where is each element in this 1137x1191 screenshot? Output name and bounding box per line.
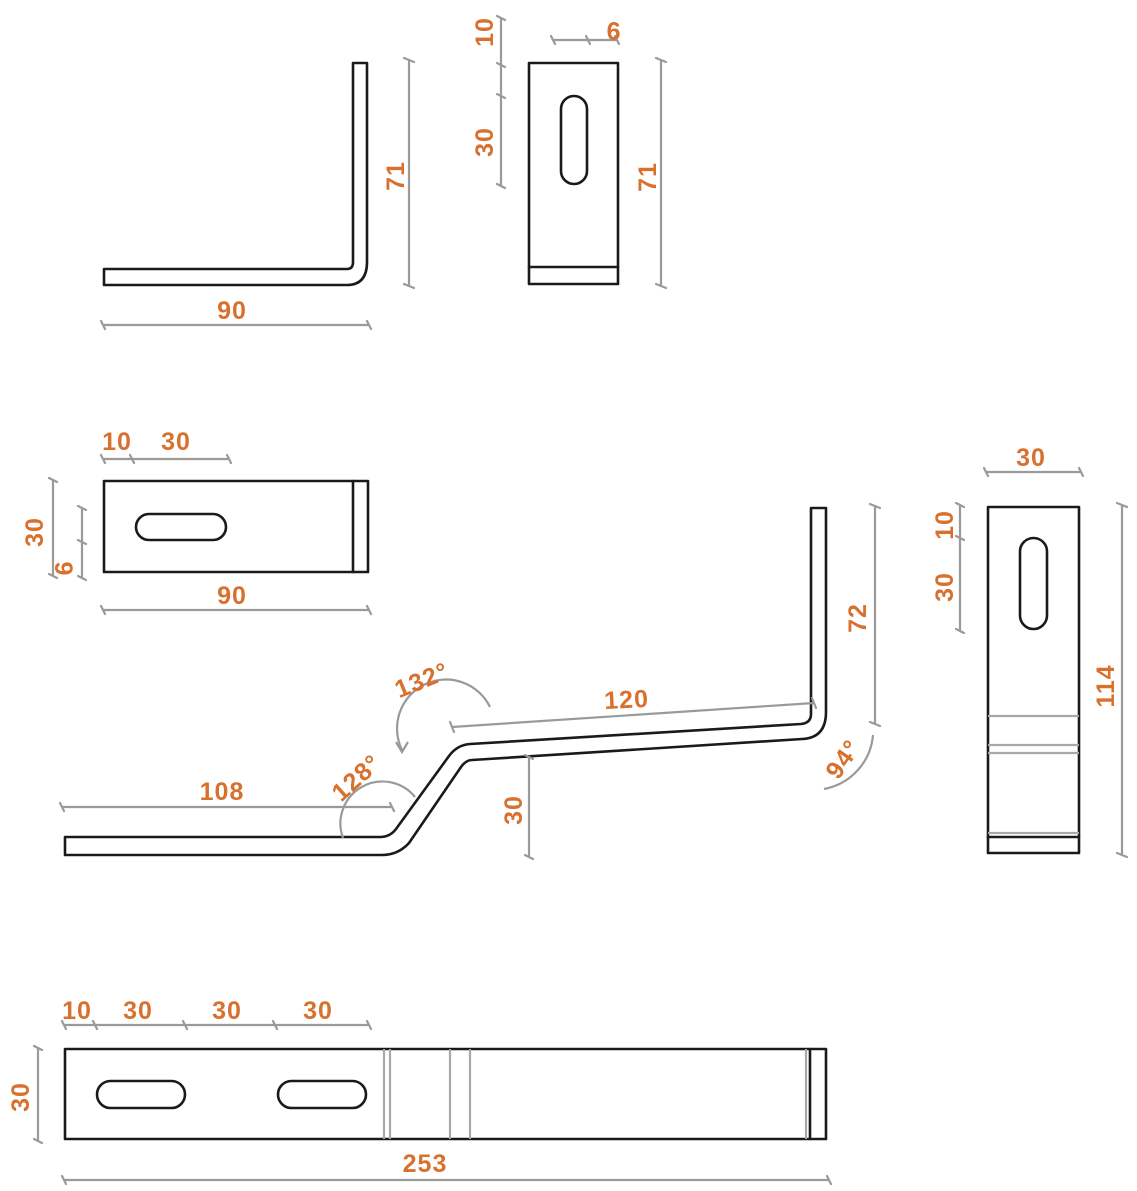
label-width-30-front: 30 bbox=[1016, 444, 1046, 472]
label-length-90-top: 90 bbox=[217, 582, 247, 610]
dim-line-width-30-flat bbox=[32, 1044, 44, 1145]
label-slot-30-top: 30 bbox=[161, 428, 191, 456]
label-gap-30-flat: 30 bbox=[212, 997, 242, 1025]
label-angle-132: 132° bbox=[391, 657, 453, 704]
small-bracket-top-view: 10 30 30 9 90 bbox=[21, 428, 373, 616]
dim-line-slot-width-9 bbox=[549, 34, 621, 46]
small-bracket-blank bbox=[102, 479, 370, 574]
dim-line-offsets-flat bbox=[60, 1019, 373, 1031]
dim-line-height-71 bbox=[402, 56, 416, 290]
dim-line-length-120 bbox=[448, 696, 818, 734]
label-slot-30-flat: 30 bbox=[123, 997, 153, 1025]
small-bracket-profile bbox=[102, 61, 369, 287]
dim-line-width-30-top bbox=[47, 476, 59, 580]
label-slot-30: 30 bbox=[471, 127, 499, 157]
label-angle-128: 128° bbox=[327, 749, 387, 807]
large-bracket-front-view: 30 10 30 114 bbox=[931, 444, 1129, 859]
label-length-90: 90 bbox=[217, 297, 247, 325]
slot-horizontal-1 bbox=[95, 1079, 187, 1110]
label-offset-10-front: 10 bbox=[931, 510, 959, 540]
dim-line-length-90-top bbox=[99, 604, 373, 616]
dim-line-slot-30 bbox=[495, 63, 507, 190]
slot-vertical bbox=[559, 94, 589, 186]
angle-arc-132-arrow bbox=[395, 741, 409, 755]
label-offset-10: 10 bbox=[471, 17, 499, 47]
label-height-72: 72 bbox=[844, 603, 872, 633]
slot-horizontal-2 bbox=[276, 1079, 368, 1110]
dim-line-length-90 bbox=[99, 319, 373, 331]
dim-line-height-72 bbox=[868, 502, 882, 728]
dim-line-offset-slot bbox=[954, 501, 966, 635]
label-offset-10-flat: 10 bbox=[62, 997, 92, 1025]
large-bracket-profile bbox=[63, 506, 828, 857]
angle-arc-132 bbox=[395, 678, 491, 751]
label-angle-94: 94° bbox=[820, 735, 866, 784]
label-width-30-top: 30 bbox=[21, 517, 49, 547]
label-slot2-30-flat: 30 bbox=[303, 997, 333, 1025]
angle-arc-128 bbox=[339, 780, 416, 839]
label-length-108: 108 bbox=[200, 778, 245, 806]
large-bracket-flat-view: 10 30 30 30 30 253 bbox=[7, 997, 833, 1186]
small-bracket-side-view: 71 90 bbox=[99, 56, 416, 331]
large-bracket-blank bbox=[63, 1047, 828, 1141]
dim-line-offset-10-top bbox=[99, 453, 233, 465]
angle-arc-94 bbox=[823, 734, 875, 791]
label-height-71: 71 bbox=[382, 161, 410, 191]
slot-horizontal bbox=[134, 512, 228, 542]
dim-line-rise-30 bbox=[523, 753, 535, 861]
label-height-114: 114 bbox=[1092, 664, 1120, 707]
dim-line-slot-width-9-top bbox=[76, 504, 88, 582]
dim-line-height-114 bbox=[1115, 501, 1129, 859]
label-rise-30: 30 bbox=[500, 795, 528, 825]
dim-line-height-71-front bbox=[654, 56, 668, 290]
slot-vertical-large bbox=[1018, 536, 1049, 631]
label-offset-10-top: 10 bbox=[102, 428, 132, 456]
label-width-30-flat: 30 bbox=[7, 1082, 35, 1112]
dim-line-width-30-front bbox=[982, 466, 1085, 478]
label-slot-width-9-top: 9 bbox=[49, 562, 77, 577]
label-length-253: 253 bbox=[403, 1150, 448, 1178]
label-length-120: 120 bbox=[604, 685, 650, 715]
label-slot-width-9: 9 bbox=[606, 16, 621, 44]
dim-line-length-108 bbox=[58, 801, 396, 813]
small-bracket-front-view: 10 30 9 71 bbox=[471, 14, 668, 290]
label-height-71-front: 71 bbox=[634, 162, 662, 192]
label-slot-30-front: 30 bbox=[931, 572, 959, 602]
dim-line-length-253 bbox=[60, 1174, 833, 1186]
